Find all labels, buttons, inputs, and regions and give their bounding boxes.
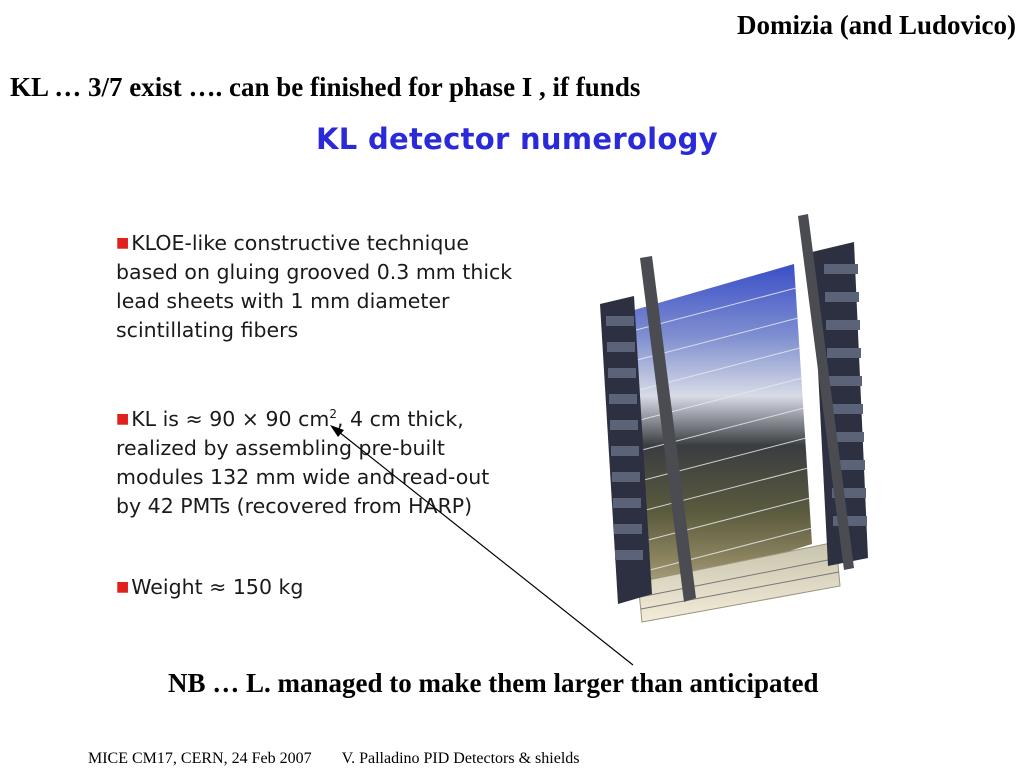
- slide-headline: KL … 3/7 exist …. can be finished for ph…: [10, 72, 641, 102]
- bullet-marker-icon: ■: [116, 410, 130, 427]
- bullet-line: by 42 PMTs (recovered from HARP): [116, 493, 473, 518]
- bullet-line: KLOE-like constructive technique: [131, 231, 469, 255]
- bullet-line: modules 132 mm wide and read-out: [116, 464, 490, 489]
- embedded-slide-title: KL detector numerology: [316, 122, 718, 156]
- slide-author: Domizia (and Ludovico): [736, 10, 1016, 40]
- superscript: 2: [329, 407, 337, 421]
- slide-footer: MICE CM17, CERN, 24 Feb 2007 V. Palladino…: [88, 750, 579, 768]
- bullet-line: realized by assembling pre-built: [116, 435, 445, 460]
- bullet-line: Weight ≈ 150 kg: [131, 575, 304, 599]
- footer-author: V. Palladino PID Detectors & shields: [341, 750, 580, 767]
- bullet-marker-icon: ■: [116, 579, 130, 595]
- slide-note: NB … L. managed to make them larger than…: [168, 668, 819, 698]
- bullet-line: KL is ≈ 90 × 90 cm: [131, 406, 330, 431]
- bullet-dimensions: ■KL is ≈ 90 × 90 cm2, 4 cm thick, realiz…: [116, 400, 556, 521]
- bullet-line: based on gluing grooved 0.3 mm thick: [116, 260, 513, 284]
- bullet-construction: ■KLOE-like constructive technique based …: [116, 229, 556, 345]
- kl-detector-image: [600, 214, 868, 623]
- footer-meeting: MICE CM17, CERN, 24 Feb 2007: [88, 750, 312, 767]
- bullet-line: , 4 cm thick,: [336, 406, 464, 431]
- bullet-line: scintillating fibers: [116, 318, 299, 342]
- bullet-weight: ■Weight ≈ 150 kg: [116, 573, 556, 602]
- bullet-line: lead sheets with 1 mm diameter: [116, 289, 450, 313]
- bullet-marker-icon: ■: [116, 235, 130, 251]
